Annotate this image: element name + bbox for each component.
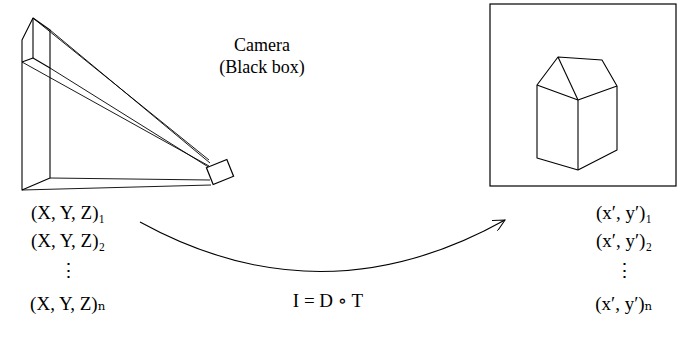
mapping-arrow [140, 220, 505, 272]
mapping-label: I = D ∘ T [293, 290, 363, 313]
image-point: (x′, y′)₂ [596, 230, 652, 253]
image-frame [490, 4, 676, 186]
camera-label: Camera (Black box) [210, 35, 314, 78]
object-3d [22, 18, 50, 190]
camera-box [206, 160, 233, 185]
world-point: (X, Y, Z)₁ [31, 202, 105, 225]
ellipsis: ⋮ [59, 260, 78, 283]
image-point: (x′, y′)₁ [596, 202, 652, 225]
ellipsis: ⋮ [615, 260, 634, 283]
world-point: (X, Y, Z)₂ [31, 230, 105, 253]
image-point: (x′, y′)ₙ [595, 293, 653, 316]
image-object [537, 57, 617, 170]
world-point: (X, Y, Z)ₙ [30, 293, 106, 316]
projection-rays [22, 18, 211, 190]
